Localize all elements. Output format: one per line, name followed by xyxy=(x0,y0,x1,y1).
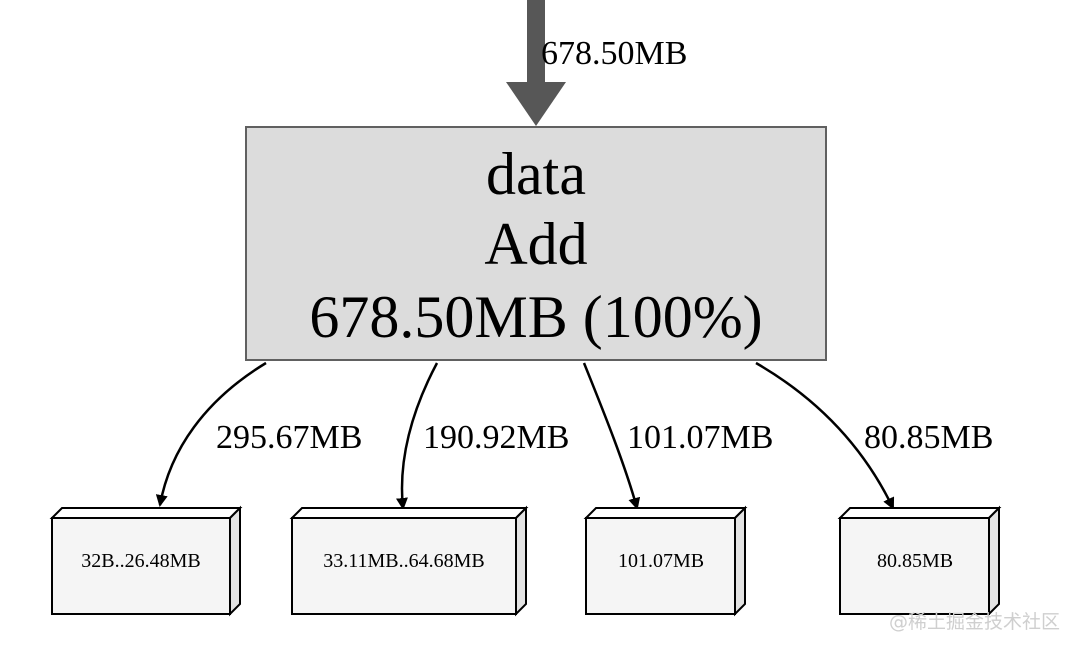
edge-3: 101.07MB xyxy=(582,362,773,510)
leaf-node-1-top xyxy=(49,507,243,519)
main-node-box xyxy=(245,126,827,361)
main-node-size: 678.50MB (100%) xyxy=(309,284,762,350)
edge-4-line xyxy=(755,361,895,510)
main-node-function: Add xyxy=(484,211,587,277)
edge-4-label: 80.85MB xyxy=(864,419,993,456)
leaf-node-2-top xyxy=(289,507,529,519)
leaf-node-2[interactable]: 33.11MB..64.68MB xyxy=(289,505,529,617)
leaf-node-3-top xyxy=(583,507,748,519)
leaf-node-1[interactable]: 32B..26.48MB xyxy=(49,505,243,617)
leaf-node-4[interactable]: 80.85MB xyxy=(837,505,1002,617)
leaf-node-1-label: 32B..26.48MB xyxy=(81,550,200,572)
leaf-node-3[interactable]: 101.07MB xyxy=(583,505,748,617)
edge-2-label: 190.92MB xyxy=(423,419,569,456)
main-node[interactable]: data Add 678.50MB (100%) xyxy=(245,126,827,361)
edge-3-line xyxy=(582,362,641,510)
edge-3-label: 101.07MB xyxy=(627,419,773,456)
leaf-node-2-label: 33.11MB..64.68MB xyxy=(323,550,485,572)
leaf-node-3-side xyxy=(734,505,746,617)
inbound-edge: 678.50MB xyxy=(506,0,687,126)
edge-4: 80.85MB xyxy=(755,361,993,510)
leaf-node-3-face xyxy=(585,517,736,615)
edge-1-label: 295.67MB xyxy=(216,419,362,456)
leaf-node-2-side xyxy=(515,505,527,617)
inbound-edge-label: 678.50MB xyxy=(541,35,687,72)
main-node-name: data xyxy=(486,141,586,207)
edge-2-line xyxy=(395,362,439,510)
edge-1-line xyxy=(155,361,267,507)
edge-1: 295.67MB xyxy=(155,361,362,507)
leaf-node-3-label: 101.07MB xyxy=(618,550,704,572)
inbound-edge-shaft xyxy=(527,0,545,82)
watermark: @稀土掘金技术社区 xyxy=(889,611,1060,633)
leaf-node-4-label: 80.85MB xyxy=(877,550,953,572)
edge-2: 190.92MB xyxy=(395,362,569,510)
leaf-node-1-face xyxy=(51,517,231,615)
inbound-edge-arrowhead xyxy=(506,82,566,126)
leaf-node-2-face xyxy=(291,517,517,615)
leaf-node-4-top xyxy=(837,507,1002,519)
leaf-node-1-side xyxy=(229,505,241,617)
leaf-node-4-side xyxy=(988,505,1000,617)
leaf-node-4-face xyxy=(839,517,990,615)
